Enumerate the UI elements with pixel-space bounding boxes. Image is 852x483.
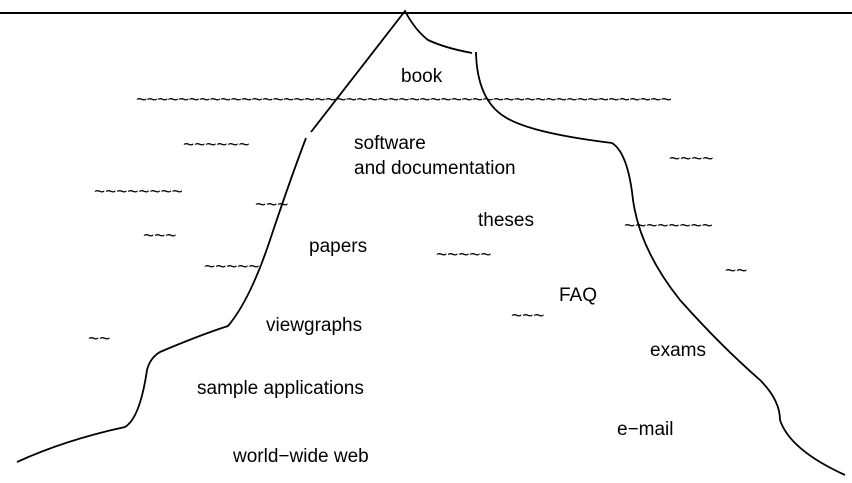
waterline-waves: ~~~~~~~~~~~~~~~~~~~~~~~~~~~~~~~~~~~~~~~~… <box>136 90 672 111</box>
iceberg-tip-outline <box>310 9 473 133</box>
wave-mark: ~~ <box>725 261 748 282</box>
label-sample-applications: sample applications <box>197 378 364 399</box>
wave-mark: ~~~~~ <box>436 245 492 266</box>
label-software-line1: software <box>354 133 426 154</box>
label-theses: theses <box>478 210 534 231</box>
wave-mark: ~~~ <box>143 226 177 247</box>
wave-mark: ~~~~ <box>669 149 714 170</box>
wave-mark: ~~~ <box>255 195 289 216</box>
iceberg-left-outline <box>16 137 307 463</box>
label-papers: papers <box>309 236 368 257</box>
wave-mark: ~~~~~ <box>204 257 260 278</box>
wave-mark: ~~~~~~ <box>183 135 250 156</box>
wave-mark: ~~~~~~~~ <box>624 216 713 237</box>
label-book: book <box>401 66 443 87</box>
label-world-wide-web: world−wide web <box>233 446 369 467</box>
wave-mark: ~~ <box>88 329 111 350</box>
wave-mark: ~~~ <box>511 306 545 327</box>
label-faq: FAQ <box>559 285 598 306</box>
label-email: e−mail <box>617 419 674 440</box>
label-software-line2: and documentation <box>354 158 516 179</box>
label-viewgraphs: viewgraphs <box>266 315 363 336</box>
wave-mark: ~~~~~~~~ <box>94 182 183 203</box>
label-exams: exams <box>650 340 706 361</box>
iceberg-right-outline <box>475 51 846 476</box>
